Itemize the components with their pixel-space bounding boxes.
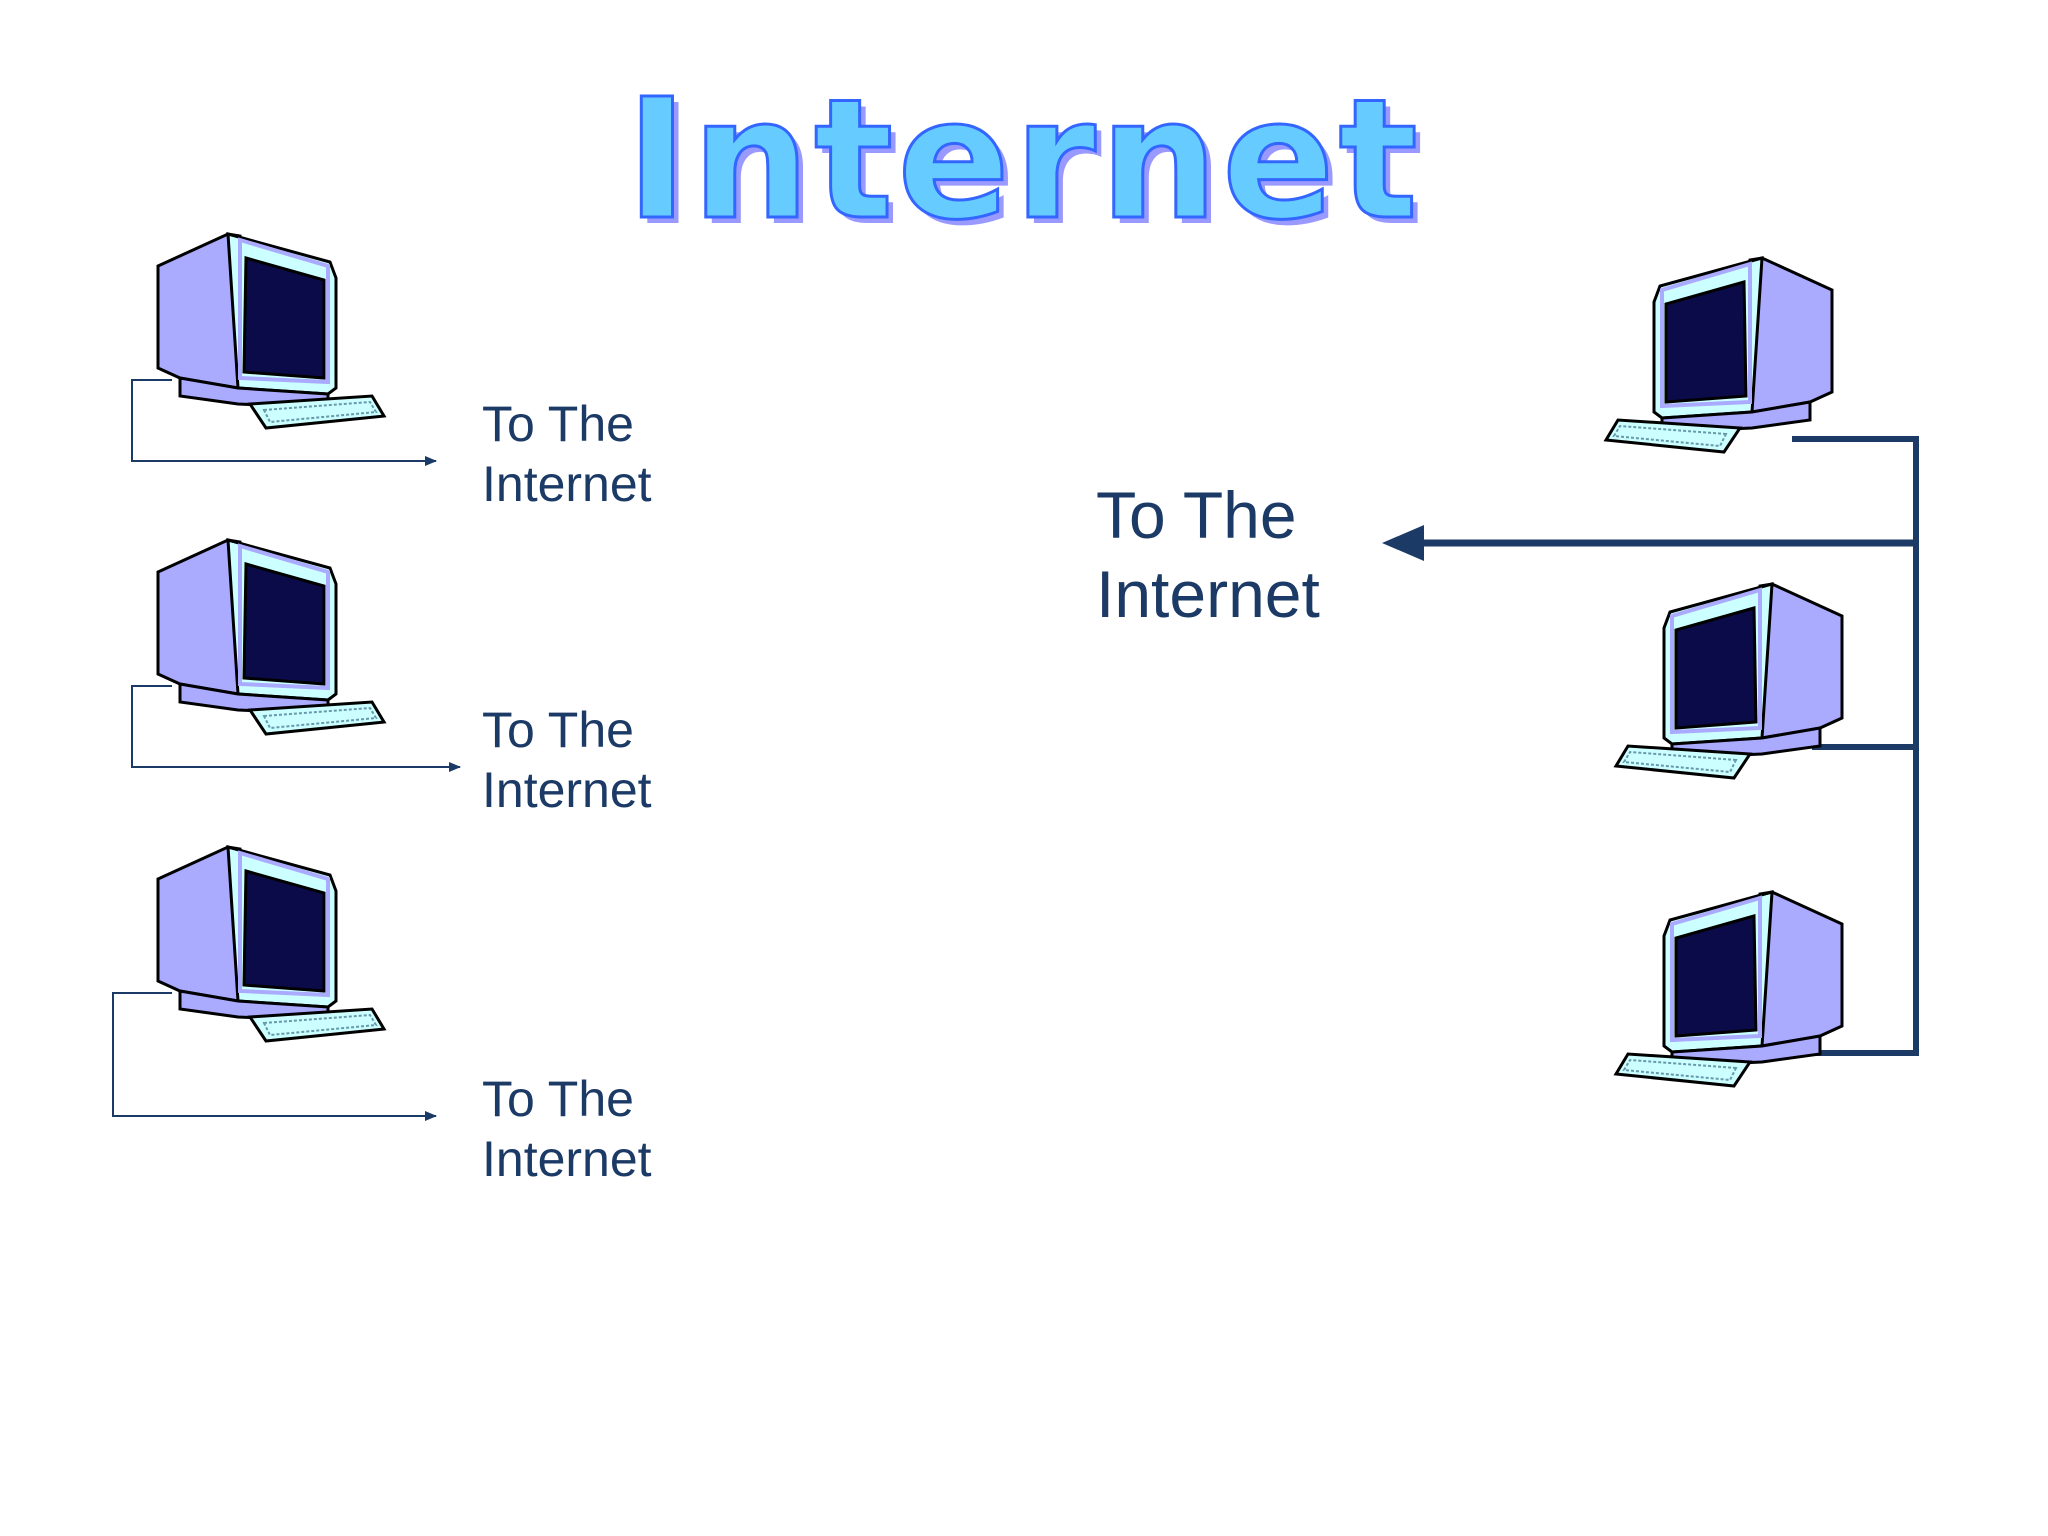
computer-icon xyxy=(1613,889,1844,1088)
page-title-text: Internet xyxy=(625,64,1422,257)
computer-icon xyxy=(156,844,387,1043)
computer-icon xyxy=(1603,255,1834,454)
left-connection-1 xyxy=(131,379,437,466)
page-title: Internet xyxy=(0,76,2048,245)
left-label-2-line1: To The xyxy=(482,702,634,758)
shared-label: To The Internet xyxy=(1096,476,1320,634)
left-label-3-line2: Internet xyxy=(482,1131,652,1187)
shared-label-line2: Internet xyxy=(1096,557,1320,632)
left-label-2: To The Internet xyxy=(482,700,652,820)
left-label-1-line1: To The xyxy=(482,396,634,452)
arrow-left-icon xyxy=(1382,525,1424,561)
left-label-1: To The Internet xyxy=(482,394,652,514)
left-label-3-line1: To The xyxy=(482,1071,634,1127)
left-connection-2 xyxy=(131,685,461,772)
computer-icon xyxy=(156,231,387,430)
computer-icon xyxy=(156,537,387,736)
left-connection-3 xyxy=(112,992,437,1121)
left-label-2-line2: Internet xyxy=(482,762,652,818)
shared-label-line1: To The xyxy=(1096,478,1297,552)
computer-icon xyxy=(1613,581,1844,780)
left-label-1-line2: Internet xyxy=(482,456,652,512)
shared-bus xyxy=(1382,436,1919,1056)
left-label-3: To The Internet xyxy=(482,1069,652,1189)
